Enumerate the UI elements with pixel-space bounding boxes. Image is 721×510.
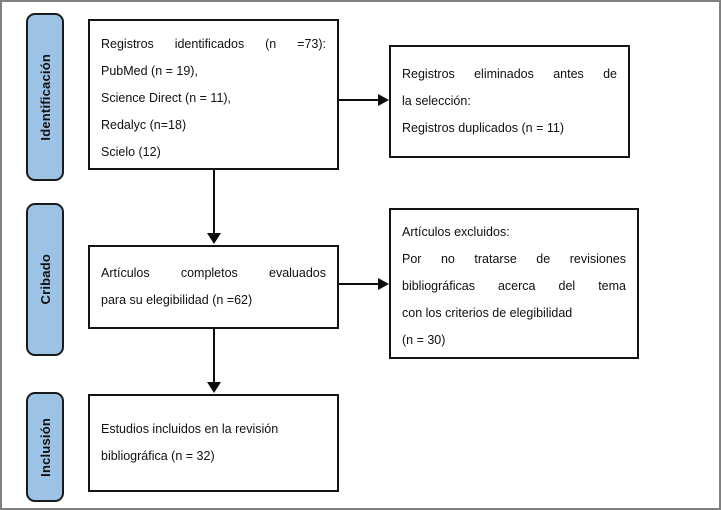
stage-identificacion: Identificación: [26, 13, 64, 181]
box-records-identified-line-3: Science Direct (n = 11),: [101, 91, 232, 105]
box-full-text-assessed-line-2: para su elegibilidad (n =62): [101, 293, 253, 307]
box-records-identified-line-1: Registros identificados (n =73):: [101, 31, 326, 58]
box-articles-excluded-line-3: bibliográficas acerca del tema: [402, 273, 626, 300]
connector-identified-to-removed: [339, 99, 379, 101]
text-token: Registros: [101, 37, 154, 51]
connector-assessed-to-excluded: [339, 283, 379, 285]
text-token: revisiones: [569, 252, 626, 266]
text-token: identificados: [174, 37, 245, 51]
box-records-identified-line-2: PubMed (n = 19),: [101, 64, 198, 78]
stage-cribado-label: Cribado: [37, 254, 53, 305]
arrow-identified-to-assessed: [207, 233, 221, 244]
box-full-text-assessed-line-1: Artículos completos evaluados: [101, 260, 326, 287]
text-token: antes: [553, 67, 584, 81]
arrow-identified-to-removed: [378, 94, 389, 106]
text-token: acerca: [497, 279, 536, 293]
text-token: Registros: [402, 67, 455, 81]
box-studies-included-line-1: Estudios incluidos en la revisión: [101, 422, 279, 436]
box-studies-included-line-2: bibliográfica (n = 32): [101, 449, 215, 463]
box-records-identified-line-4: Redalyc (n=18): [101, 118, 187, 132]
text-token: Artículos: [101, 266, 150, 280]
box-full-text-assessed: Artículos completos evaluados para su el…: [88, 245, 339, 329]
box-articles-excluded: Artículos excluidos: Por no tratarse de …: [389, 208, 639, 359]
text-token: del: [558, 279, 576, 293]
box-records-removed-line-2: la selección:: [402, 94, 471, 108]
text-token: no: [440, 252, 455, 266]
stage-identificacion-label: Identificación: [37, 53, 53, 141]
box-records-identified: Registros identificados (n =73): PubMed …: [88, 19, 339, 170]
text-token: tema: [598, 279, 626, 293]
stage-inclusion: Inclusión: [26, 392, 64, 502]
text-token: =73):: [297, 37, 326, 51]
box-articles-excluded-line-4: con los criterios de elegibilidad: [402, 306, 573, 320]
box-records-identified-line-5: Scielo (12): [101, 145, 161, 159]
box-records-removed-line-1: Registros eliminados antes de: [402, 61, 617, 88]
text-token: eliminados: [474, 67, 534, 81]
stage-cribado: Cribado: [26, 203, 64, 356]
arrow-assessed-to-included: [207, 382, 221, 393]
connector-identified-to-assessed: [213, 170, 215, 234]
text-token: (n: [265, 37, 277, 51]
text-token: de: [536, 252, 551, 266]
box-studies-included: Estudios incluidos en la revisión biblio…: [88, 394, 339, 492]
text-token: tratarse: [474, 252, 517, 266]
text-token: bibliográficas: [402, 279, 475, 293]
text-token: Por: [402, 252, 422, 266]
stage-inclusion-label: Inclusión: [37, 417, 53, 477]
box-articles-excluded-line-2: Por no tratarse de revisiones: [402, 246, 626, 273]
text-token: completos: [180, 266, 238, 280]
text-token: de: [603, 67, 617, 81]
box-records-removed-line-3: Registros duplicados (n = 11): [402, 121, 565, 135]
box-articles-excluded-line-5: (n = 30): [402, 333, 446, 347]
box-records-removed: Registros eliminados antes de la selecci…: [389, 45, 630, 158]
box-articles-excluded-line-1: Artículos excluidos:: [402, 225, 510, 239]
text-token: evaluados: [269, 266, 326, 280]
arrow-assessed-to-excluded: [378, 278, 389, 290]
connector-assessed-to-included: [213, 329, 215, 383]
